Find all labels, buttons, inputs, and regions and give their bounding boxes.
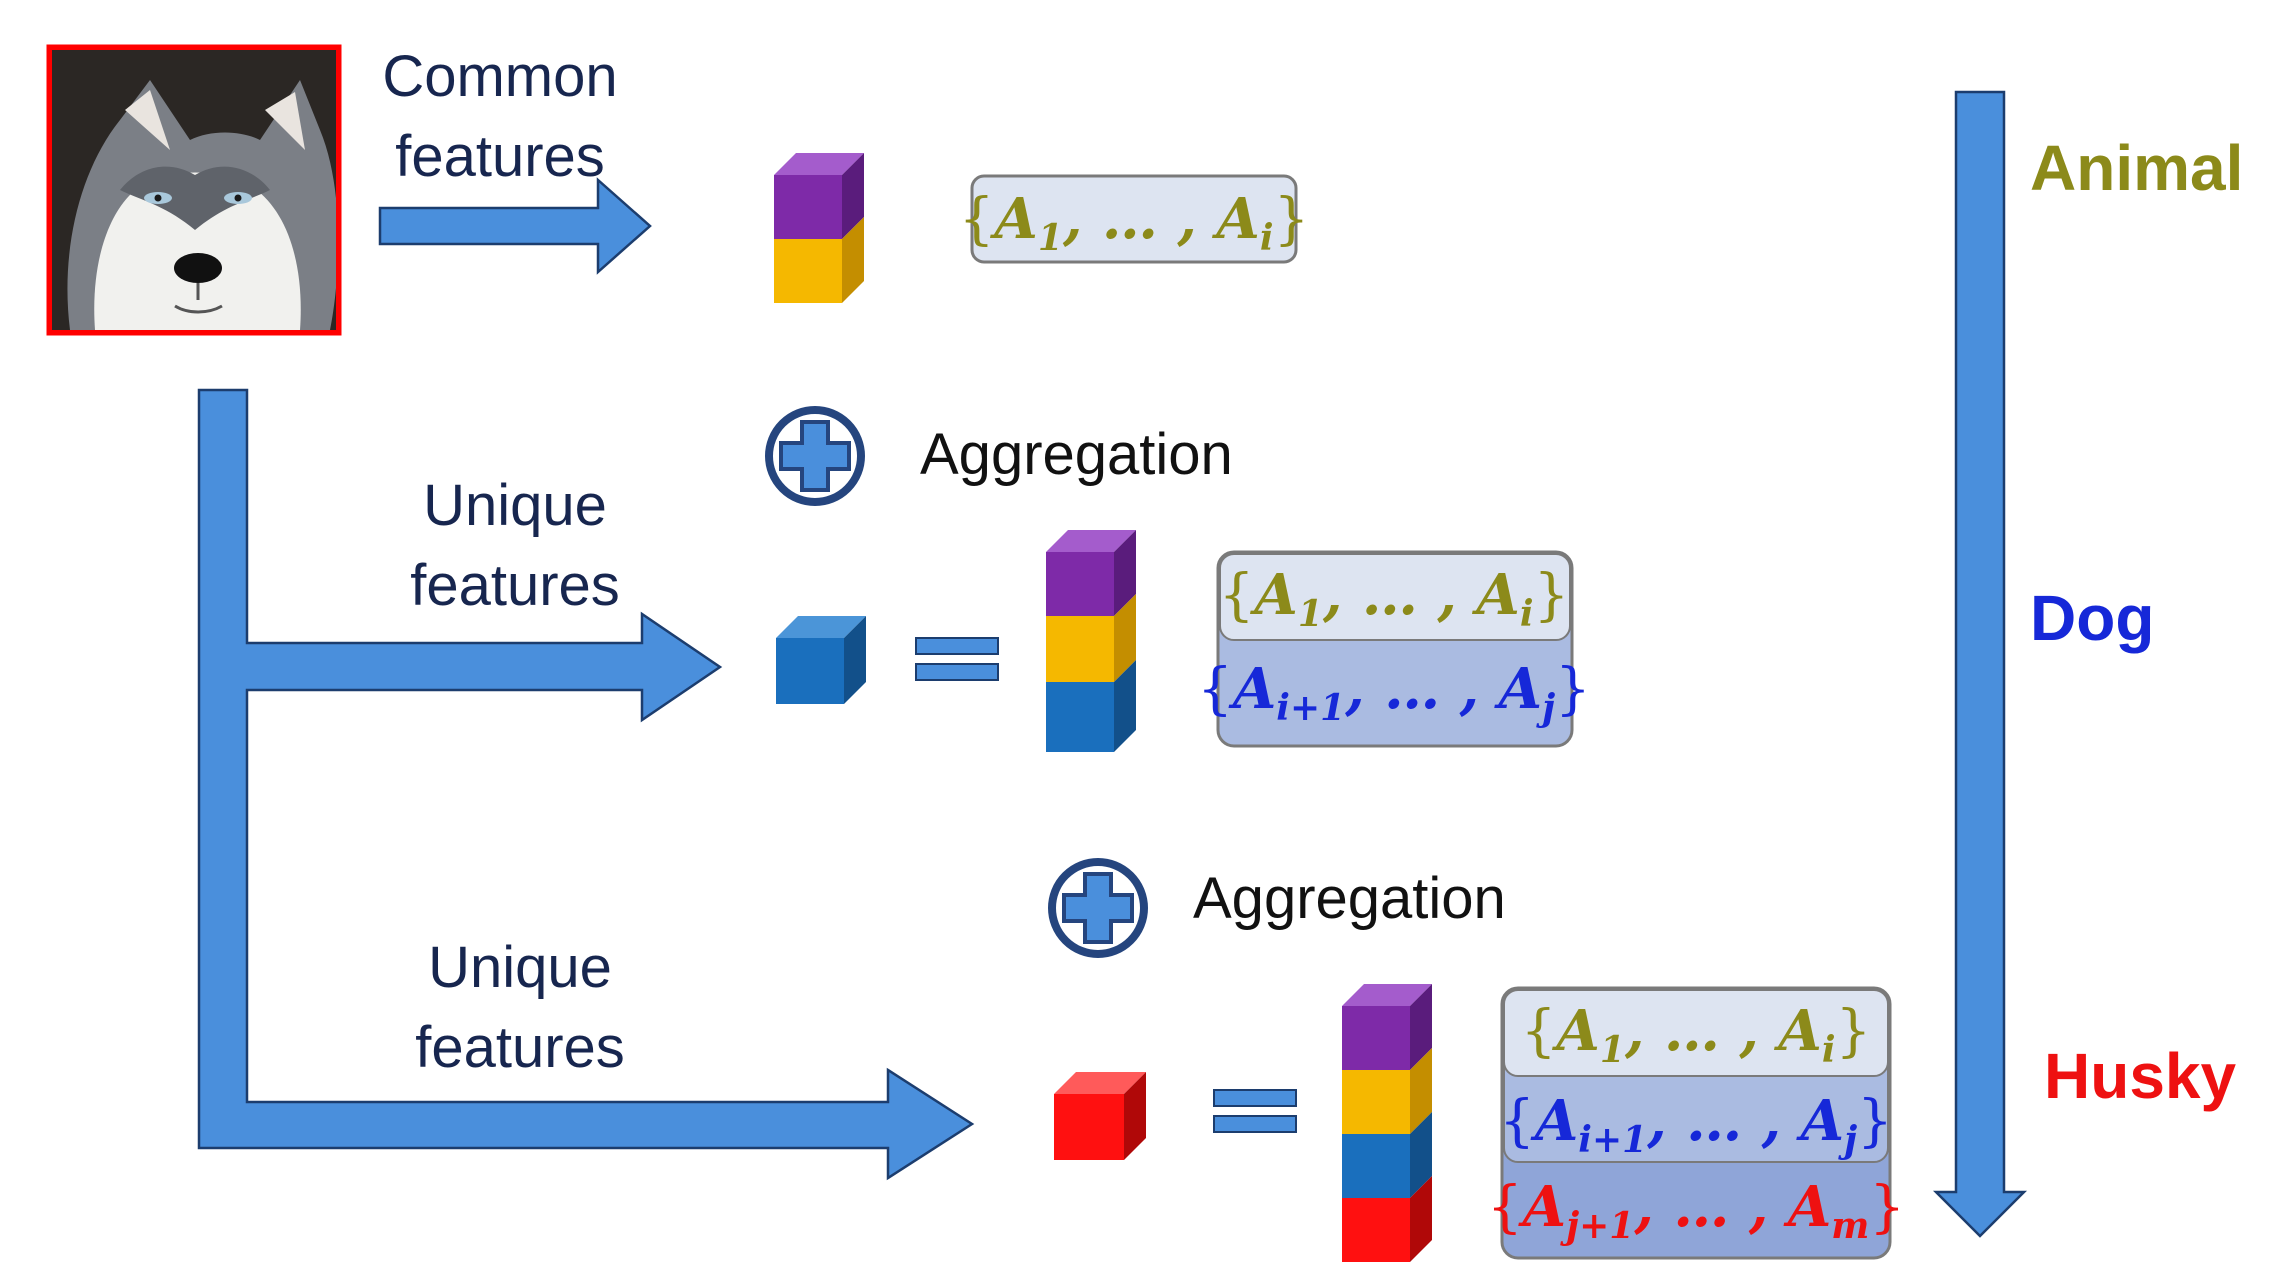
dog-unique-cube xyxy=(776,616,866,704)
dog-attribute-set: {Ai+1, … , Aj} xyxy=(1197,656,1591,729)
aggregation-plus-icon xyxy=(765,406,865,506)
husky-photo xyxy=(46,44,342,336)
unique-features-label-2-line1: Unique xyxy=(428,935,612,1000)
unique-features-label-1-line2: features xyxy=(410,553,620,618)
animal-attribute-set: {A1, … , Ai} xyxy=(959,186,1309,259)
aggregation-label-1: Aggregation xyxy=(920,422,1233,487)
common-features-label-line2: features xyxy=(395,124,605,189)
hierarchy-level-husky: Husky xyxy=(2044,1040,2237,1112)
animal-attribute-set: {A1, … , Ai} xyxy=(1521,998,1871,1071)
dog-attribute-set: {Ai+1, … , Aj} xyxy=(1499,1088,1893,1161)
purple-cube xyxy=(1342,984,1432,1070)
common-features-label-line1: Common xyxy=(382,44,617,109)
purple-cube xyxy=(774,153,864,239)
hierarchy-arrow xyxy=(1932,90,2028,1238)
husky-unique-cube xyxy=(1054,1072,1146,1160)
husky-attribute-set: {Aj+1, … , Am} xyxy=(1487,1174,1905,1247)
common-features-arrow xyxy=(378,177,652,275)
purple-cube xyxy=(1046,530,1136,616)
blue-cube xyxy=(1046,660,1136,752)
yellow-cube xyxy=(774,217,864,303)
dog-feature-stack xyxy=(1046,530,1136,752)
husky-feature-stack xyxy=(1342,984,1432,1262)
red-cube xyxy=(1342,1176,1432,1262)
unique-features-branch-arrow xyxy=(197,388,975,1181)
yellow-cube xyxy=(1046,594,1136,682)
hierarchy-level-animal: Animal xyxy=(2030,132,2243,204)
aggregation-label-2: Aggregation xyxy=(1193,866,1506,931)
equals-sign-icon xyxy=(1213,1089,1297,1133)
husky-image xyxy=(52,50,336,330)
yellow-cube xyxy=(1342,1048,1432,1134)
aggregation-plus-icon xyxy=(1048,858,1148,958)
equals-sign-icon xyxy=(915,637,999,681)
unique-features-label-1-line1: Unique xyxy=(423,473,607,538)
animal-feature-stack xyxy=(774,153,864,303)
animal-attribute-set: {A1, … , Ai} xyxy=(1219,562,1569,635)
husky-attribute-box xyxy=(1500,986,1892,1260)
dog-attribute-box xyxy=(1216,550,1574,748)
unique-features-label-2-line2: features xyxy=(415,1015,625,1080)
animal-attribute-box xyxy=(970,174,1298,264)
blue-cube xyxy=(1342,1112,1432,1198)
hierarchy-level-dog: Dog xyxy=(2030,582,2154,654)
